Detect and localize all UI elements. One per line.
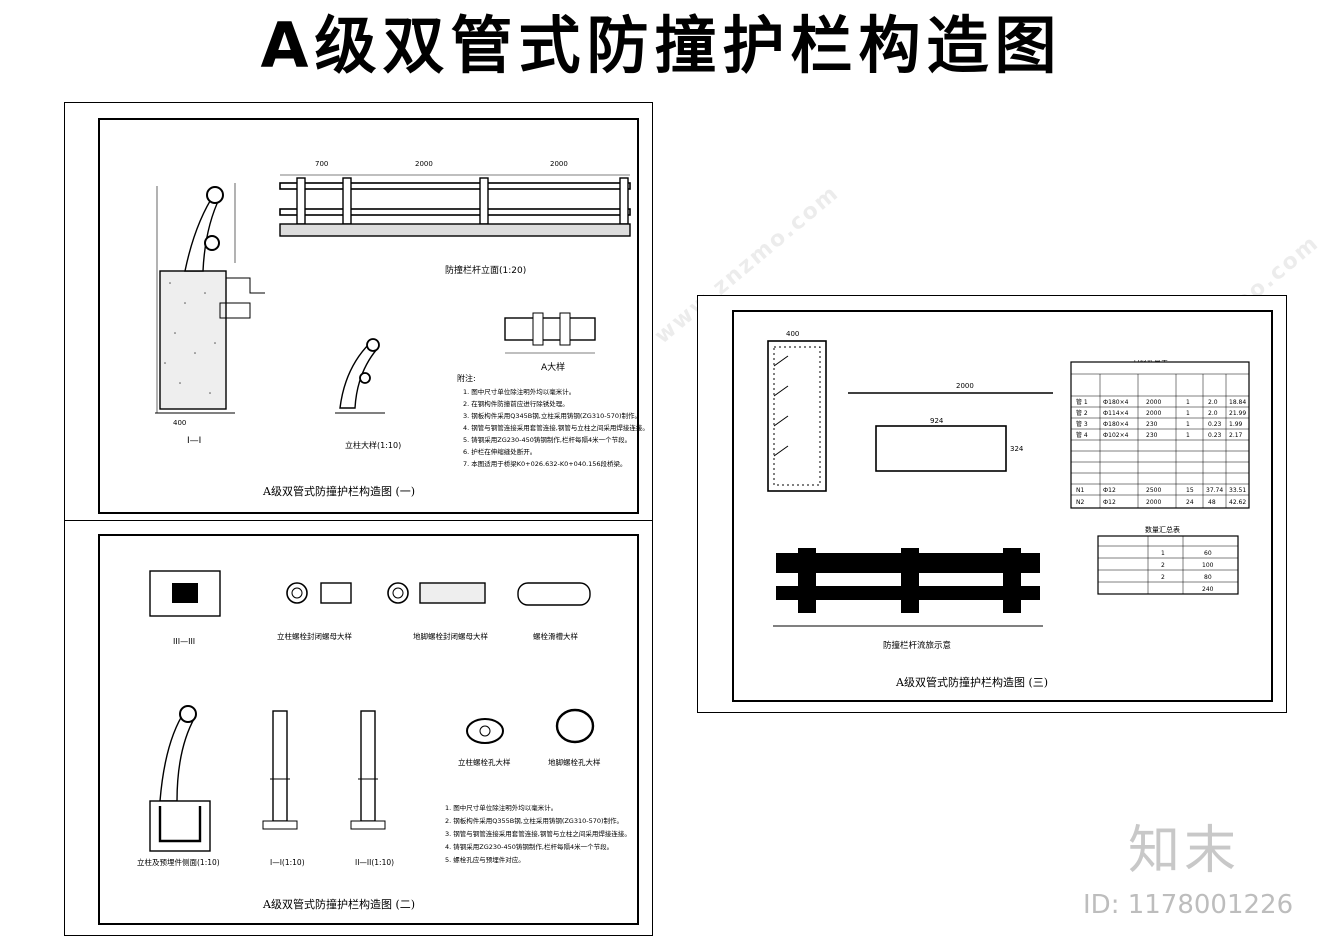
t1-r4-c6: 2.17: [1229, 432, 1243, 439]
post-detail-title: 立柱大样(1:10): [345, 440, 401, 450]
t1-r3-c6: 1.99: [1229, 421, 1243, 428]
post-base-title: 立柱及预埋件侧面(1:10): [137, 857, 220, 867]
t1-r5-c5: 37.74: [1206, 487, 1223, 494]
t1-r4-c1: 管 4: [1076, 431, 1088, 439]
note-7: 7. 本图适用于桥梁K0+026.632-K0+040.156段桥梁。: [463, 459, 627, 468]
t1-r4-c3: 230: [1146, 432, 1158, 439]
sheet-3: 400 2000 924 324 材料数量表 管 1 Ф180×4 2000 1…: [697, 295, 1287, 713]
t2-r1-c3: 60: [1204, 550, 1212, 557]
notes-heading: 附注:: [457, 373, 476, 383]
sheet-3-drawing: 400 2000 924 324 材料数量表 管 1 Ф180×4 2000 1…: [767, 330, 1250, 651]
dim-top-1: 700: [315, 160, 328, 168]
t2-r1-c2: 1: [1161, 550, 1165, 557]
drawing-title: A级双管式防撞护栏构造图: [260, 9, 1063, 82]
t1-r1-c3: 2000: [1146, 399, 1161, 406]
table2-title: 数量汇总表: [1145, 525, 1180, 534]
schematic-title: 防撞栏杆流旅示意: [883, 640, 951, 651]
t1-r2-c3: 2000: [1146, 410, 1161, 417]
t1-r4-c2: Ф102×4: [1103, 432, 1129, 439]
note-4: 4. 钢管与钢管连接采用套管连接,钢管与立柱之间采用焊接连接。: [463, 423, 649, 432]
section-3-label: III—III: [173, 637, 195, 646]
note-3: 3. 钢板构件采用Q345B钢,立柱采用铸钢(ZG310-570)制作。: [463, 411, 641, 420]
t1-r6-c3: 2000: [1146, 499, 1161, 506]
nut-detail-2: 地脚螺栓封闭螺母大样: [413, 631, 488, 641]
t2-r2-c3: 100: [1202, 562, 1214, 569]
t1-r6-c6: 42.62: [1229, 499, 1246, 506]
t1-r5-c2: Ф12: [1103, 487, 1116, 494]
dim-924: 924: [930, 417, 944, 425]
sheet-2-caption: A级双管式防撞护栏构造图 (二): [263, 898, 416, 911]
t1-r2-c2: Ф114×4: [1103, 410, 1129, 417]
sheet-2-drawing: III—III 立柱螺栓封闭螺母大样 地脚螺栓封闭螺母大样 螺栓滑槽大样 立柱及…: [137, 570, 631, 867]
t2-r3-c3: 80: [1204, 574, 1212, 581]
sheet-1-caption: A级双管式防撞护栏构造图 (一): [263, 485, 416, 498]
note-6: 6. 护栏在伸缩缝处断开。: [463, 447, 536, 456]
t1-r2-c4: 1: [1186, 410, 1190, 417]
slot-detail: 螺栓滑槽大样: [533, 631, 578, 641]
sheet-2-frame: [98, 534, 639, 925]
elevation-title: 防撞栏杆立面(1:20): [445, 264, 526, 276]
detail-a-title: A大样: [541, 361, 565, 373]
t1-r3-c4: 1: [1186, 421, 1190, 428]
note-1: 1. 图中尺寸单位除注明外均以毫米计。: [463, 387, 575, 396]
s2-note-5: 5. 螺栓孔应与预埋件对应。: [445, 855, 525, 864]
s2-note-2: 2. 钢板构件采用Q355B钢,立柱采用铸钢(ZG310-570)制作。: [445, 816, 623, 825]
t1-r1-c4: 1: [1186, 399, 1190, 406]
s2-note-4: 4. 铸钢采用ZG230-450铸钢制作,栏杆每隔4米一个节段。: [445, 842, 613, 851]
dim-400: 400: [786, 330, 799, 338]
dim-2000: 2000: [956, 382, 974, 390]
dim-324: 324: [1010, 445, 1024, 453]
t1-r2-c5: 2.0: [1208, 410, 1218, 417]
t2-r3-c2: 2: [1161, 574, 1165, 581]
t1-r5-c1: N1: [1076, 487, 1084, 494]
t1-r2-c1: 管 2: [1076, 409, 1088, 417]
t1-r4-c5: 0.23: [1208, 432, 1222, 439]
brand-id: ID: 1178001226: [1083, 890, 1294, 920]
t1-r3-c2: Ф180×4: [1103, 421, 1129, 428]
t1-r5-c6: 33.51: [1229, 487, 1246, 494]
t2-r2-c2: 2: [1161, 562, 1165, 569]
dim-top-3: 2000: [550, 160, 568, 168]
s2-note-1: 1. 图中尺寸单位除注明外均以毫米计。: [445, 803, 557, 812]
section-1-2: I—I(1:10): [270, 858, 305, 867]
t1-r5-c3: 2500: [1146, 487, 1161, 494]
t1-r1-c5: 2.0: [1208, 399, 1218, 406]
sheet-1-drawing: I—I 400 700 2000 2000 防撞栏杆立面(1:20) A大样 立…: [155, 160, 649, 468]
sheet-2: III—III 立柱螺栓封闭螺母大样 地脚螺栓封闭螺母大样 螺栓滑槽大样 立柱及…: [64, 520, 653, 936]
t1-r6-c1: N2: [1076, 499, 1084, 506]
s2-note-3: 3. 钢管与钢管连接采用套管连接,钢管与立柱之间采用焊接连接。: [445, 829, 631, 838]
t1-r2-c6: 21.99: [1229, 410, 1246, 417]
t1-r1-c2: Ф180×4: [1103, 399, 1129, 406]
t2-r4-c3: 240: [1202, 586, 1214, 593]
hole-detail-2: 地脚螺栓孔大样: [548, 757, 601, 767]
t1-r6-c2: Ф12: [1103, 499, 1116, 506]
t1-r6-c5: 48: [1208, 499, 1216, 506]
sheet-3-frame: [732, 310, 1273, 702]
nut-detail-1: 立柱螺栓封闭螺母大样: [277, 631, 352, 641]
t1-r4-c4: 1: [1186, 432, 1190, 439]
t1-r6-c4: 24: [1186, 499, 1194, 506]
hole-detail-1: 立柱螺栓孔大样: [458, 757, 511, 767]
section-1-label: I—I: [187, 436, 201, 446]
dim-top-2: 2000: [415, 160, 433, 168]
section-2-2: II—II(1:10): [355, 858, 394, 867]
sheet-1: I—I 400 700 2000 2000 防撞栏杆立面(1:20) A大样 立…: [64, 102, 653, 522]
sheet-1-frame: [98, 118, 639, 514]
t1-r5-c4: 15: [1186, 487, 1194, 494]
brand-logo: 知末: [1128, 821, 1241, 881]
t1-r3-c5: 0.23: [1208, 421, 1222, 428]
t1-r1-c6: 18.84: [1229, 399, 1246, 406]
t1-r3-c3: 230: [1146, 421, 1158, 428]
t1-r3-c1: 管 3: [1076, 420, 1088, 428]
note-2: 2. 在钢构件防撞前应进行除锈处理。: [463, 399, 569, 408]
svg-text:400: 400: [173, 419, 186, 427]
t1-r1-c1: 管 1: [1076, 398, 1088, 406]
sheet-3-caption: A级双管式防撞护栏构造图 (三): [896, 676, 1049, 689]
note-5: 5. 铸钢采用ZG230-450铸钢制作,栏杆每隔4米一个节段。: [463, 435, 631, 444]
